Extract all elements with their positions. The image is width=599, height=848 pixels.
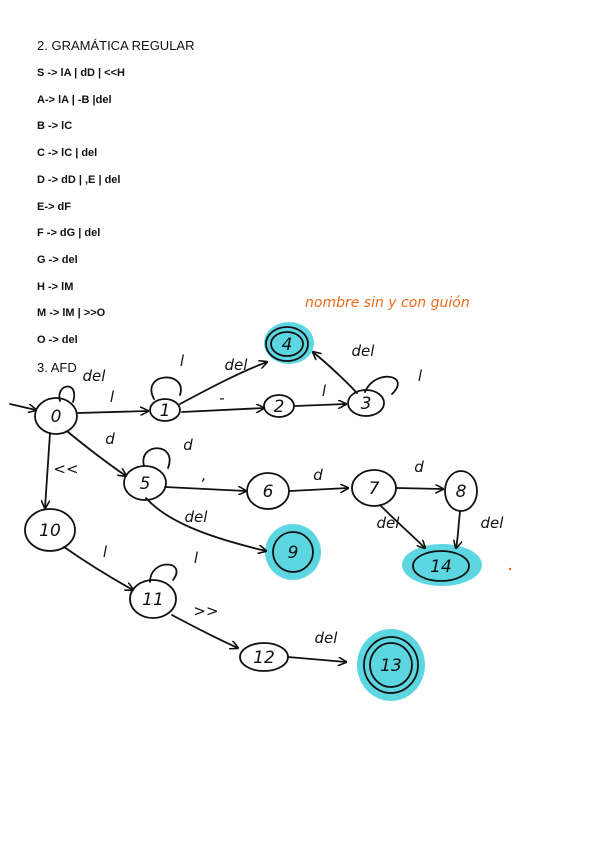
edge-5-6 [164, 486, 246, 491]
edge-0-1 [77, 411, 148, 413]
edge-label-1-2: - [219, 389, 224, 407]
edge-label-0-10: << [53, 460, 78, 478]
edge-2-3 [294, 404, 346, 406]
afd-title: 3. AFD [37, 360, 77, 375]
note-dot [508, 567, 512, 571]
edge-label-10-11: l [103, 543, 108, 561]
edge-1-1 [150, 376, 182, 400]
edge-0-5 [67, 431, 126, 476]
edge-3-4 [313, 352, 358, 394]
edge-label-8-14: del [481, 514, 505, 532]
edge-label-6-7: d [313, 466, 323, 484]
state-0 [34, 397, 78, 435]
edge-8-14 [456, 511, 460, 548]
edge-7-14 [379, 504, 425, 548]
edges [9, 352, 460, 662]
edge-label-11-12: >> [193, 602, 218, 620]
edge-3-3 [364, 375, 399, 395]
state-label: 0 [51, 407, 62, 427]
edge-11-11 [149, 563, 178, 583]
state-12 [239, 642, 289, 672]
edge-label-0-0: del [83, 367, 107, 385]
state-label: 8 [456, 482, 467, 502]
edge-label-12-13: del [315, 629, 339, 647]
edge-6-7 [289, 488, 348, 491]
start-arrow [9, 403, 36, 410]
grammar-rule: B -> lC [37, 120, 73, 132]
state-7 [351, 469, 397, 507]
state-2 [263, 394, 295, 418]
state-13-inner [369, 642, 413, 688]
edge-label-5-9: del [185, 508, 209, 526]
grammar-rule: E-> dF [37, 201, 71, 213]
state-11 [129, 579, 177, 619]
accept-highlight-13 [357, 629, 425, 701]
edge-5-9 [145, 497, 266, 551]
state-label: 6 [263, 482, 274, 502]
edge-label-7-8: d [414, 458, 424, 476]
state-label: 9 [288, 543, 299, 563]
state-label: 11 [142, 590, 164, 610]
edge-label-11-11: l [194, 549, 199, 567]
afd-note: nombre sin y con guión [305, 295, 470, 311]
state-4-inner [270, 331, 304, 357]
grammar-rule: F -> dG | del [37, 227, 101, 239]
edge-7-8 [396, 488, 443, 489]
grammar-rule: S -> lA | dD | <<H [37, 67, 125, 79]
edge-label-3-3: l [418, 367, 423, 385]
grammar-rule: A-> lA | -B |del [37, 94, 112, 106]
grammar-rule: D -> dD | ,E | del [37, 174, 121, 186]
state-5 [123, 465, 167, 501]
grammar-rule: G -> del [37, 254, 78, 266]
edge-1-2 [181, 408, 264, 413]
state-label: 7 [369, 479, 380, 499]
state-6 [246, 472, 290, 510]
edge-12-13 [287, 656, 346, 662]
edge-5-5 [142, 447, 171, 469]
state-label: 1 [160, 401, 171, 421]
state-label: 10 [39, 521, 61, 541]
state-label: 5 [140, 474, 151, 494]
state-10 [24, 508, 76, 552]
edge-label-0-5: d [105, 430, 115, 448]
edge-labels: del l l del - l l del d d , d d del del … [53, 342, 504, 647]
state-label: 14 [430, 557, 452, 577]
grammar-rule: O -> del [37, 334, 78, 346]
state-label: 2 [274, 397, 285, 417]
edge-label-3-4: del [352, 342, 376, 360]
state-14 [412, 550, 470, 582]
edge-0-0 [58, 385, 76, 403]
edge-label-7-14: del [377, 514, 401, 532]
state-4 [265, 326, 309, 362]
edge-11-12 [171, 614, 238, 648]
grammar-rule: C -> lC | del [37, 147, 98, 159]
grammar-rule: H -> lM [37, 281, 74, 293]
edge-label-1-1: l [180, 352, 185, 370]
grammar-title: 2. GRAMÁTICA REGULAR [37, 38, 195, 53]
edge-label-5-5: d [183, 436, 193, 454]
edge-label-2-3: l [322, 382, 327, 400]
state-1 [149, 398, 181, 422]
state-9 [272, 531, 314, 573]
edge-10-11 [63, 546, 133, 590]
edge-1-4 [179, 362, 267, 405]
state-label: 3 [361, 394, 372, 414]
state-label: 12 [253, 648, 275, 668]
edge-label-1-4: del [225, 356, 249, 374]
states [24, 326, 478, 694]
state-13 [363, 636, 419, 694]
state-label: 13 [380, 656, 402, 676]
state-label: 4 [282, 335, 293, 355]
state-8 [444, 470, 478, 512]
edge-0-10 [45, 432, 51, 508]
state-3 [347, 389, 385, 417]
edge-label-5-6: , [202, 466, 207, 484]
edge-label-0-1: l [110, 388, 115, 406]
state-labels: 0 1 2 3 4 5 6 7 8 9 10 11 12 13 14 [39, 335, 466, 676]
grammar-rule: M -> lM | >>O [37, 307, 106, 319]
